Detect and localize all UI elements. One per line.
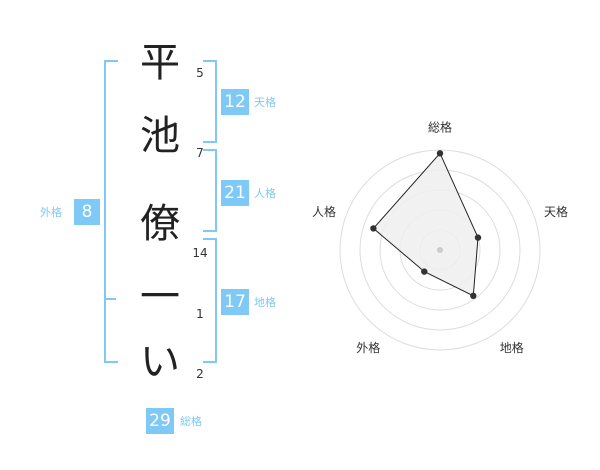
name-char-5: い	[140, 339, 180, 385]
radar-point	[436, 150, 444, 157]
tenkaku-label: 天格	[254, 96, 276, 109]
radar-axis-label: 外格	[356, 340, 380, 355]
chikaku-bracket	[203, 238, 217, 363]
gaikaku-bracket-divider	[104, 298, 116, 300]
stroke-count-2: 7	[196, 146, 204, 160]
jinkaku-bracket	[203, 149, 217, 232]
radar-axis-label: 天格	[544, 204, 568, 219]
radar-ring-5	[339, 149, 541, 351]
name-char-2: 池	[140, 113, 180, 159]
radar-point	[470, 292, 477, 299]
chikaku-label: 地格	[254, 296, 276, 309]
soukaku-label: 総格	[180, 415, 202, 428]
radar-axis-label: 人格	[312, 204, 336, 219]
chikaku-value-badge: 17	[221, 289, 249, 315]
name-char-1: 平	[140, 40, 180, 86]
jinkaku-label: 人格	[254, 187, 276, 200]
radar-center-dot	[437, 247, 443, 253]
tenkaku-bracket	[203, 60, 217, 143]
gaikaku-bracket	[104, 60, 118, 363]
radar-point	[370, 225, 377, 232]
radar-point	[421, 268, 428, 275]
stroke-count-5: 2	[196, 367, 204, 381]
gaikaku-label: 外格	[40, 206, 62, 219]
radar-point	[474, 234, 482, 241]
tenkaku-value-badge: 12	[221, 89, 249, 115]
radar-data-points	[370, 150, 482, 299]
stroke-count-3: 14	[192, 246, 208, 260]
radar-axis-label: 総格	[428, 120, 452, 135]
radar-data-polygon	[372, 152, 479, 297]
jinkaku-value-badge: 21	[221, 180, 249, 206]
soukaku-value-badge: 29	[146, 408, 174, 434]
name-char-3: 僚	[140, 201, 180, 247]
gaikaku-value-badge: 8	[74, 199, 100, 225]
name-char-4: 一	[140, 274, 180, 320]
stroke-count-4: 1	[196, 307, 204, 321]
radar-axis-label: 地格	[500, 340, 524, 355]
stroke-count-1: 5	[196, 66, 204, 80]
